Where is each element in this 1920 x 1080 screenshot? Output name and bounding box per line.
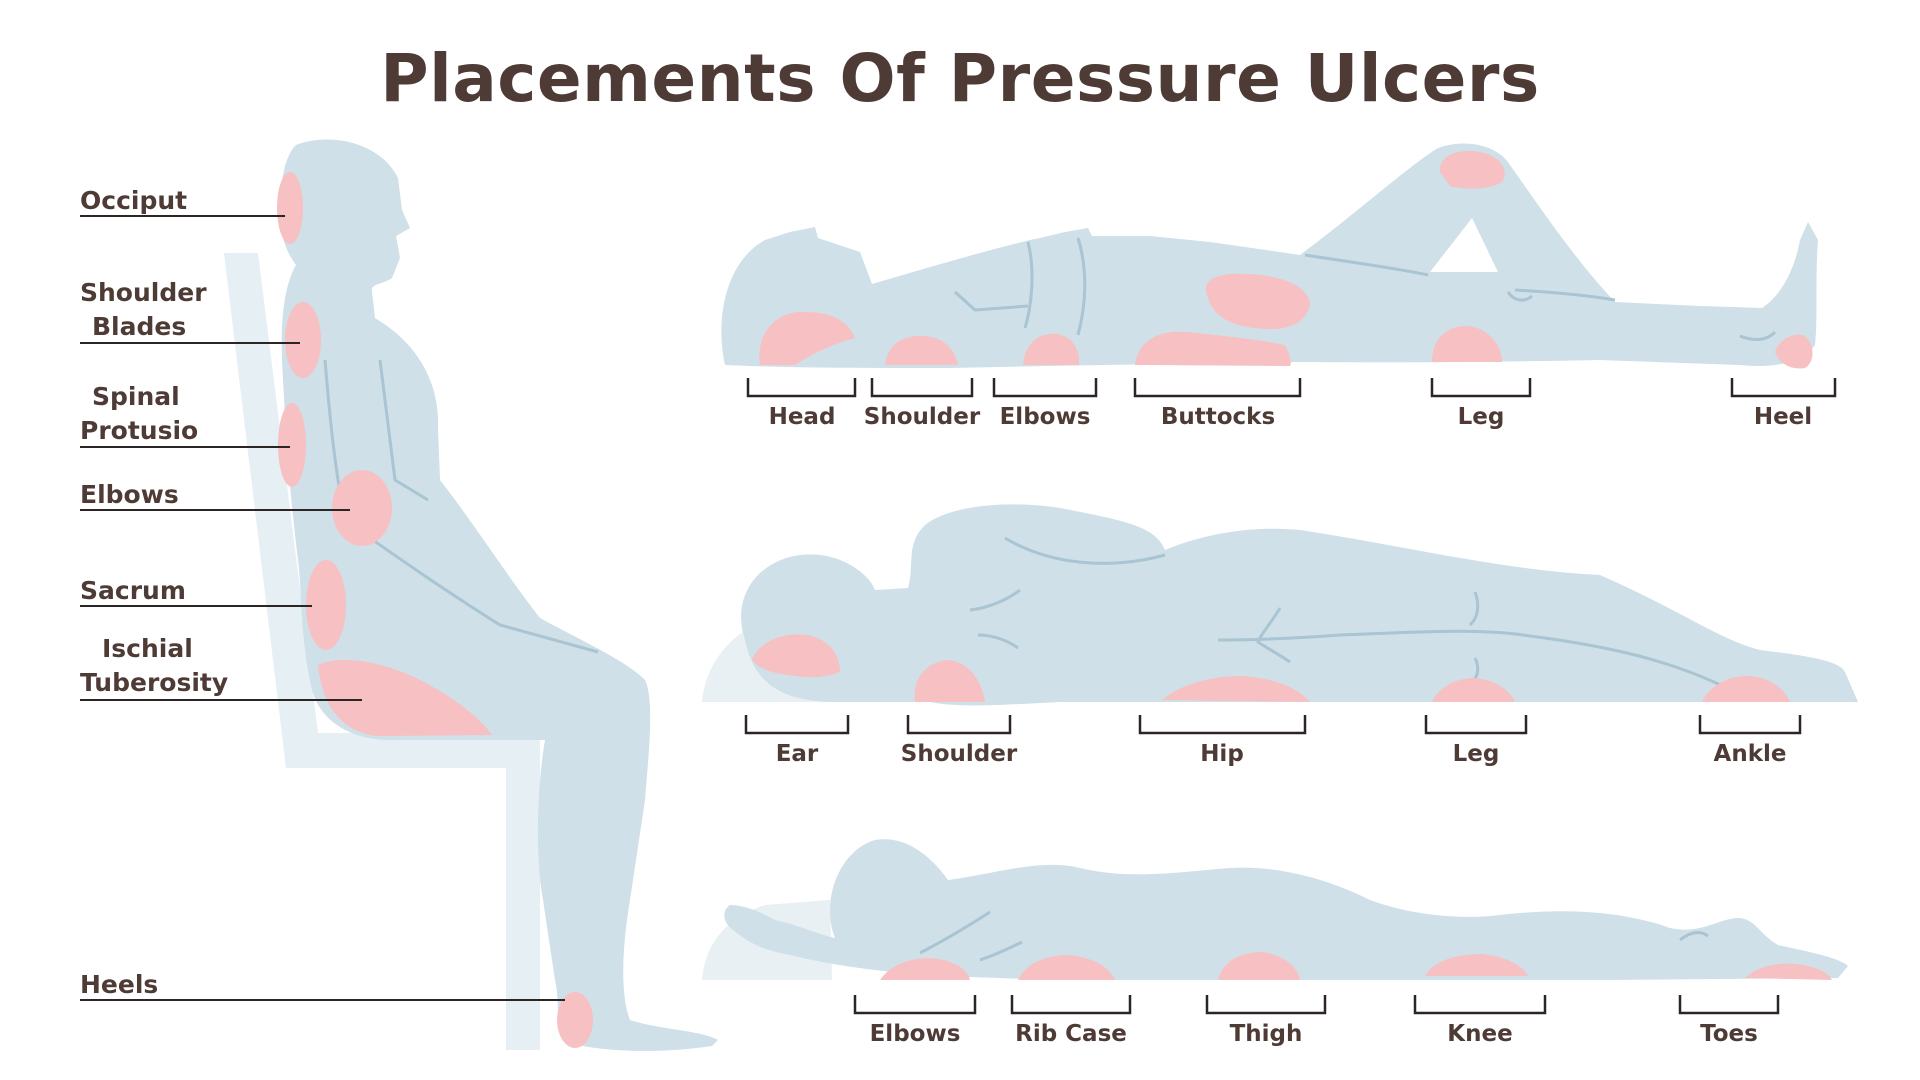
sitting-leader-lines — [80, 215, 565, 1001]
supine-knee-gap — [1430, 218, 1498, 272]
ulcer-rib-case — [1018, 955, 1115, 980]
ulcer-leg-lateral — [1432, 678, 1515, 702]
sitting-figure — [80, 139, 718, 1051]
label-buttocks: Buttocks — [1160, 404, 1276, 430]
label-leg-supine: Leg — [1457, 404, 1505, 430]
label-ear: Ear — [775, 741, 819, 767]
label-heels: Heels — [80, 970, 159, 999]
lateral-brackets — [744, 715, 1802, 735]
supine-figure — [721, 143, 1837, 398]
label-knee: Knee — [1447, 1021, 1513, 1047]
label-hip: Hip — [1200, 741, 1244, 767]
label-thigh: Thigh — [1229, 1021, 1303, 1047]
prone-body — [724, 839, 1849, 980]
label-head: Head — [768, 404, 836, 430]
ulcer-leg-supine — [1432, 325, 1502, 362]
label-occiput: Occiput — [80, 186, 188, 215]
ulcer-ischial — [318, 660, 492, 736]
supine-body — [721, 143, 1818, 368]
ulcer-thigh — [1218, 952, 1300, 980]
ulcer-heels — [557, 992, 593, 1048]
ulcer-knee — [1425, 954, 1528, 976]
label-leg-lateral: Leg — [1452, 741, 1500, 767]
label-heel: Heel — [1753, 404, 1813, 430]
ulcer-hip — [1162, 676, 1310, 702]
label-shoulder-blades: Shoulder Blades — [80, 278, 207, 341]
ulcer-elbows-supine — [1023, 333, 1080, 365]
ulcer-occiput — [277, 172, 303, 244]
prone-brackets — [853, 995, 1780, 1015]
label-elbows-supine: Elbows — [999, 404, 1091, 430]
label-shoulder-supine: Shoulder — [863, 404, 981, 430]
ulcer-shoulder-blades — [285, 302, 321, 378]
sitting-body — [279, 139, 718, 1051]
ulcer-sacrum — [306, 560, 346, 650]
label-elbows-prone: Elbows — [869, 1021, 961, 1047]
lateral-contour-lines — [969, 536, 1746, 700]
label-shoulder-lateral: Shoulder — [900, 741, 1018, 767]
ulcer-elbows — [332, 470, 392, 546]
ulcer-toes — [1745, 963, 1832, 980]
sitting-arm-line — [378, 359, 429, 502]
ulcer-ankle — [1702, 675, 1790, 702]
ulcer-knee-top — [1439, 150, 1505, 189]
label-spinal-protusio: Spinal Protusio — [80, 382, 199, 445]
ulcer-shoulder-supine — [885, 335, 958, 365]
ulcer-spinal — [278, 403, 306, 487]
label-ankle: Ankle — [1713, 741, 1787, 767]
lateral-figure — [702, 504, 1858, 735]
page-title: Placements Of Pressure Ulcers — [380, 40, 1540, 117]
supine-contour-lines — [953, 237, 1777, 341]
label-toes: Toes — [1700, 1021, 1758, 1047]
supine-brackets — [746, 378, 1837, 398]
ulcer-head — [759, 311, 855, 365]
prone-contour-lines — [919, 910, 1709, 962]
prone-figure — [702, 839, 1849, 1015]
ulcer-buttocks — [1205, 273, 1310, 330]
ulcer-buttocks-low — [1135, 331, 1291, 366]
lateral-body — [741, 504, 1858, 706]
label-rib-case: Rib Case — [1015, 1021, 1127, 1047]
ulcer-heel-supine — [1775, 334, 1813, 369]
chair — [224, 253, 540, 1050]
ulcer-ear — [752, 634, 840, 678]
label-ischial-tuberosity: Ischial Tuberosity — [80, 634, 229, 697]
ulcer-shoulder-lateral — [914, 660, 985, 702]
label-elbows-sitting: Elbows — [80, 480, 179, 509]
label-sacrum: Sacrum — [80, 576, 186, 605]
ulcer-elbows-prone — [880, 958, 970, 980]
